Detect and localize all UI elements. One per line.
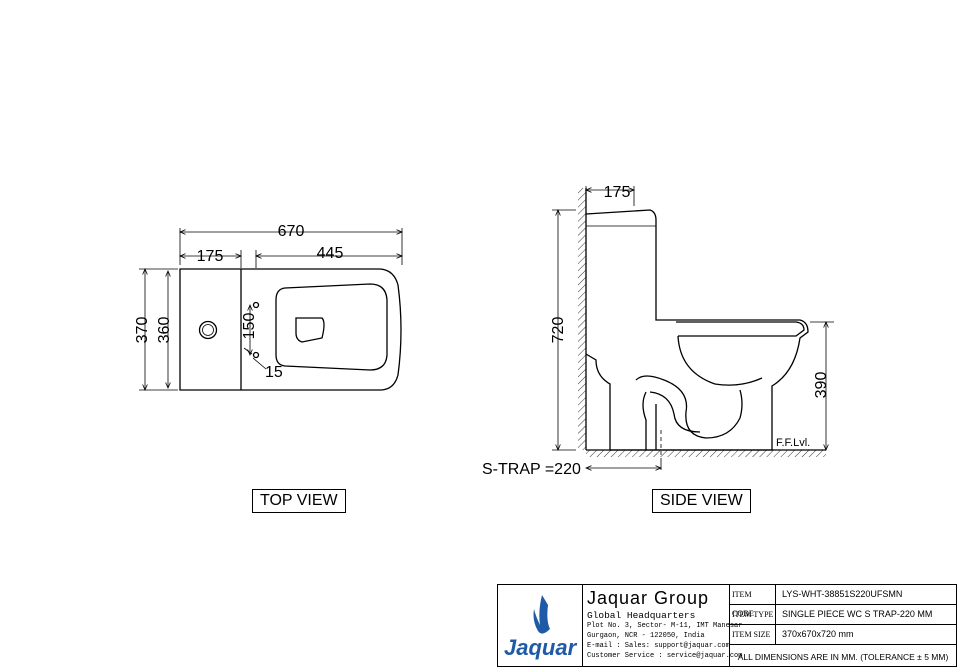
- hq-title: Global Headquarters: [587, 610, 696, 621]
- side-view-label: SIDE VIEW: [652, 489, 751, 513]
- dim-overall-length: 670: [278, 223, 305, 240]
- item-type-key: ITEM TYPE: [730, 605, 776, 624]
- item-size-row: ITEM SIZE 370x670x720 mm: [730, 625, 956, 645]
- dimensions-note: ALL DIMENSIONS ARE IN MM. (TOLERANCE ± 5…: [737, 652, 949, 662]
- hq-address: Global Headquarters Plot No. 3, Sector- …: [587, 611, 742, 661]
- top-view-outline: [179, 268, 402, 391]
- dim-inner-width: 360: [156, 317, 173, 344]
- item-code-value: LYS-WHT-38851S220UFSMN: [782, 589, 903, 599]
- item-size-value: 370x670x720 mm: [782, 629, 854, 639]
- dim-s-trap: S-TRAP =220: [482, 461, 581, 478]
- side-body-outline: [585, 209, 809, 451]
- dim-hole-spacing: 150: [241, 313, 258, 340]
- floor-hatch: [586, 450, 826, 457]
- fixing-hole-lower: [252, 351, 260, 359]
- seat-hinge-cutout: [295, 317, 325, 343]
- address-line: Gurgaon, NCR - 122050, India: [587, 632, 705, 640]
- logo-text: Jaquar: [504, 635, 577, 660]
- dim-seat-height: 390: [813, 372, 830, 399]
- logo-cell: Jaquar: [498, 585, 583, 666]
- title-block: Jaquar Jaquar Group Global Headquarters …: [497, 584, 957, 667]
- dim-bowl-length: 445: [317, 245, 344, 262]
- company-name: Jaquar Group: [587, 588, 710, 608]
- seat-profile: [676, 321, 805, 337]
- dim-tank-depth: 175: [197, 248, 224, 265]
- dim-overall-width: 370: [134, 317, 151, 344]
- top-view: 670 175 445 370 360 150 15: [134, 223, 402, 390]
- address-line: Customer Service : service@jaquar.com: [587, 652, 743, 660]
- jaquar-logo-icon: [533, 595, 550, 634]
- dim-height: 720: [550, 317, 567, 344]
- side-view: 175 720 390 F.F.Lvl. S-TRAP =220: [482, 184, 834, 478]
- fixing-hole-upper: [252, 301, 260, 309]
- top-view-label: TOP VIEW: [252, 489, 346, 513]
- floor-level-label: F.F.Lvl.: [776, 437, 810, 449]
- item-size-key: ITEM SIZE: [730, 625, 776, 644]
- bowl-interior: [677, 335, 763, 386]
- address-line: E-mail : Sales: support@jaquar.com: [587, 642, 730, 650]
- flush-button: [198, 320, 218, 340]
- s-trap: [635, 375, 743, 439]
- item-code-key: ITEM CODE: [730, 585, 776, 618]
- address-line: Plot No. 3, Sector- M-11, IMT Manesar: [587, 622, 743, 630]
- item-type-row: ITEM TYPE SINGLE PIECE WC S TRAP-220 MM: [730, 605, 956, 625]
- wall-hatch: [578, 188, 586, 450]
- flush-button-inner: [202, 324, 214, 336]
- outlet-pipe: [642, 391, 657, 450]
- item-code-row: ITEM CODE LYS-WHT-38851S220UFSMN: [730, 585, 956, 618]
- seat-lid: [275, 283, 388, 371]
- dim-tank-top: 175: [604, 184, 631, 201]
- company-cell: Jaquar Group Global Headquarters Plot No…: [583, 585, 742, 666]
- dim-hole-dia: 15: [265, 364, 283, 381]
- item-type-value: SINGLE PIECE WC S TRAP-220 MM: [782, 609, 933, 619]
